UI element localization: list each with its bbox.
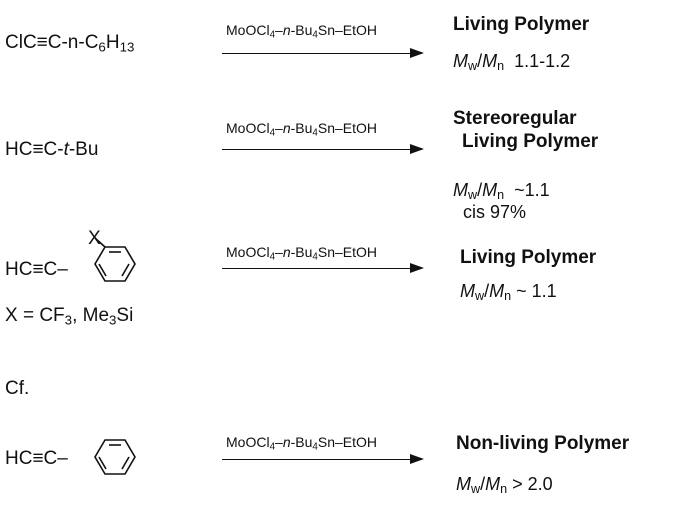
monomer-phenylacetylene: HC≡C– xyxy=(5,448,68,469)
reaction-arrow xyxy=(222,144,424,154)
reagent-label: MoOCl4–n-Bu4Sn–EtOH xyxy=(226,434,377,453)
monomer-tbu-acetylene: HC≡C-t-Bu xyxy=(5,139,99,160)
reagent-label: MoOCl4–n-Bu4Sn–EtOH xyxy=(226,120,377,139)
dispersity-label: Mw/Mn > 2.0 xyxy=(456,474,553,497)
product-label: Living Polymer xyxy=(453,14,590,35)
reagent-label: MoOCl4–n-Bu4Sn–EtOH xyxy=(226,244,377,263)
monomer-substituted-phenylacetylene: HC≡C– xyxy=(5,259,68,280)
dispersity-label: Mw/Mn 1.1-1.2 xyxy=(453,51,571,74)
dispersity-label: Mw/Mn ~ 1.1 xyxy=(460,281,557,304)
monomer-chloroalkyne: ClC≡C-n-C6H13 xyxy=(5,32,135,55)
substituent-note: X = CF3, Me3Si xyxy=(5,305,134,328)
product-label: Non-living Polymer xyxy=(456,433,630,454)
cis-content-label: cis 97% xyxy=(463,202,527,222)
substituent-x-label: X xyxy=(88,228,101,249)
product-label: Living Polymer xyxy=(460,247,597,268)
reagent-label: MoOCl4–n-Bu4Sn–EtOH xyxy=(226,22,377,41)
product-label-line1: Stereoregular xyxy=(453,108,577,129)
dispersity-label: Mw/Mn ~1.1 xyxy=(453,180,550,203)
product-label-line2: Living Polymer xyxy=(462,131,599,152)
reaction-arrow xyxy=(222,263,424,273)
reaction-arrow xyxy=(222,48,424,58)
cf-label: Cf. xyxy=(5,378,30,399)
reaction-arrow xyxy=(222,454,424,464)
